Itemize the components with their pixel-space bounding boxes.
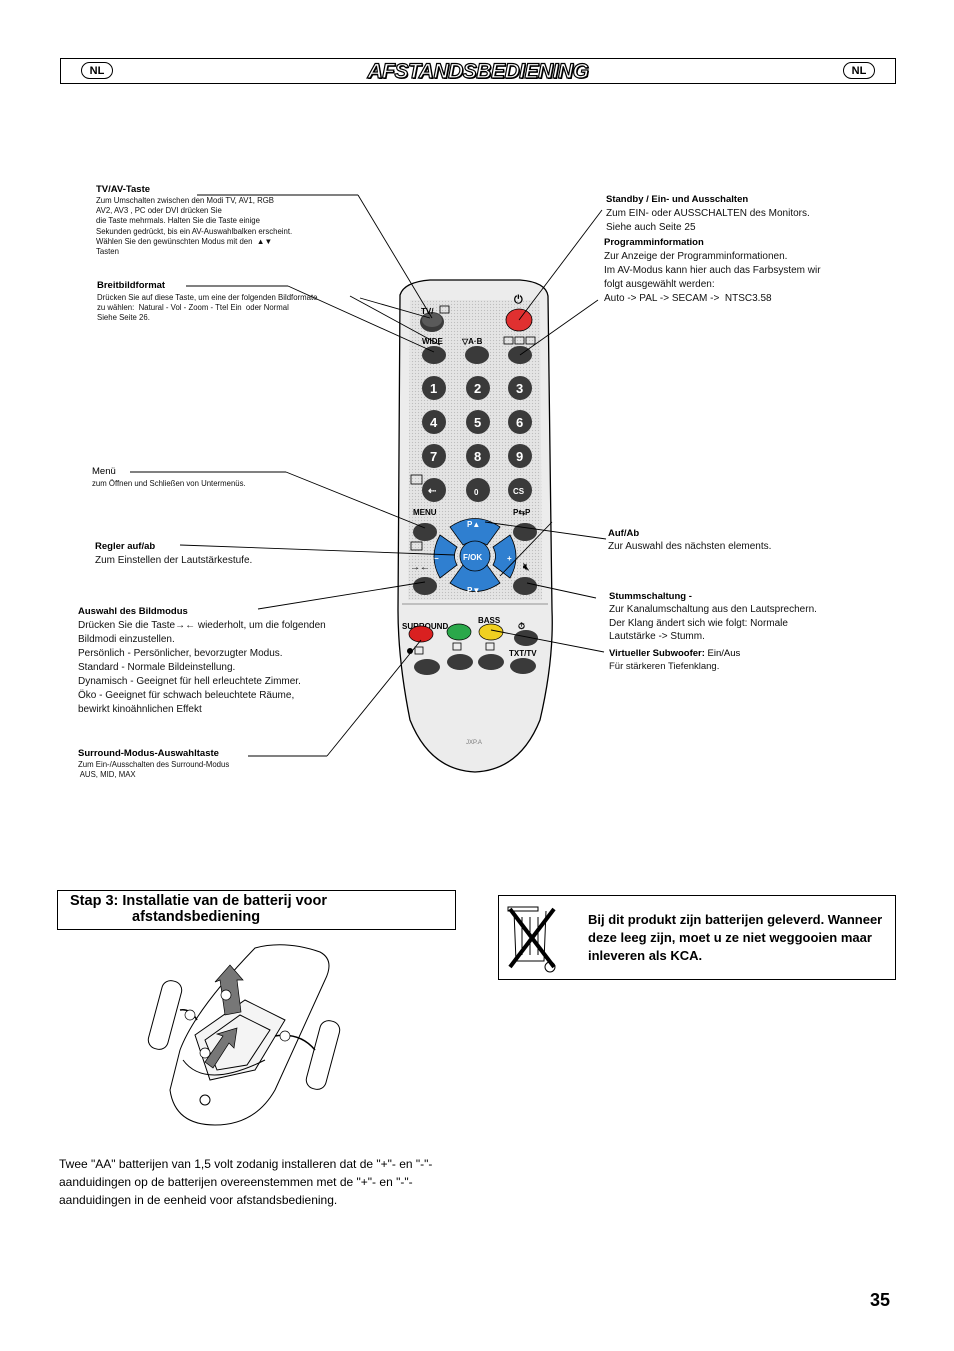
- green-button: [446, 623, 472, 641]
- teletext-button-2: [447, 654, 473, 670]
- language-badge-left: NL: [81, 62, 113, 79]
- breitbild-title: Breitbildformat: [97, 280, 166, 291]
- number-label-4: 4: [430, 415, 438, 430]
- bildmodus-desc: Drücken Sie die Taste→← wiederholt, um d…: [78, 620, 326, 715]
- number-label-3: 3: [516, 381, 523, 396]
- language-badge-right: NL: [843, 62, 875, 79]
- tvav-desc: Zum Umschalten zwischen den Modi TV, AV1…: [96, 196, 293, 257]
- number-keypad: 1 2 3 4 5 6 7 8 9: [422, 376, 532, 468]
- menu-label: MENU: [413, 508, 437, 517]
- av-arrow-button: [422, 478, 446, 502]
- number-label-1: 1: [430, 381, 437, 396]
- number-label-2: 2: [474, 381, 481, 396]
- regler-desc: Zum Einstellen der Lautstärkestufe.: [95, 555, 253, 566]
- aufab-title: Auf/Ab: [608, 528, 640, 539]
- crossed-out-bin-icon: [507, 906, 556, 973]
- mute-button: [513, 577, 537, 595]
- standby-title: Standby / Ein- und Ausschalten: [606, 194, 749, 205]
- number-label-9: 9: [516, 449, 523, 464]
- number-button-1[interactable]: [422, 376, 446, 400]
- subwoofer-title-suffix: Ein/Aus: [704, 648, 741, 659]
- pp-label: P⇆P: [513, 508, 531, 517]
- cs-button: [508, 478, 532, 502]
- picture-mode-button: [413, 577, 437, 595]
- step3-heading-line1: Stap 3: Installatie van de batterij voor: [70, 893, 328, 909]
- teletext-button-3: [478, 654, 504, 670]
- minus-label: −: [434, 554, 439, 563]
- page-header: NL AFSTANDSBEDIENING NL: [60, 58, 896, 84]
- svg-text:⏱: ⏱: [518, 621, 525, 631]
- standby-desc: Zum EIN- oder AUSSCHALTEN des Monitors. …: [606, 208, 810, 233]
- p-down-label: P▼: [467, 586, 480, 595]
- subwoofer-title: Virtueller Subwoofer: Ein/Aus: [609, 648, 740, 659]
- red-button: [408, 625, 434, 643]
- timer-button: [514, 630, 538, 646]
- zero-label: 0: [474, 488, 479, 497]
- battery-installation-illustration: [147, 944, 341, 1126]
- bass-label: BASS: [478, 616, 501, 625]
- number-label-5: 5: [474, 415, 481, 430]
- step3-heading-box: Stap 3: Installatie van de batterij voor…: [57, 890, 456, 930]
- page-number: 35: [870, 1290, 891, 1310]
- surround-desc: Zum Ein-/Ausschalten des Surround-Modus …: [78, 760, 230, 780]
- regler-title: Regler auf/ab: [95, 541, 156, 552]
- txt-tv-button: [510, 658, 536, 674]
- model-label: JXP.A: [466, 740, 482, 746]
- breitbild-desc: Drücken Sie auf diese Taste, um eine der…: [97, 293, 318, 323]
- menu-desc: zum Öffnen und Schließen von Untermenüs.: [92, 479, 246, 488]
- menu-button: [413, 523, 437, 541]
- txt-tv-label: TXT/TV: [509, 649, 537, 658]
- plus-label: +: [507, 554, 512, 563]
- stumm-title: Stummschaltung -: [609, 591, 692, 602]
- pp-button: [513, 523, 537, 541]
- surround-title: Surround-Modus-Auswahltaste: [78, 748, 219, 759]
- stumm-desc: Zur Kanalumschaltung aus den Lautspreche…: [609, 604, 817, 642]
- number-button-3[interactable]: [508, 376, 532, 400]
- number-button-2[interactable]: [466, 376, 490, 400]
- bildmodus-title: Auswahl des Bildmodus: [78, 606, 188, 617]
- number-label-6: 6: [516, 415, 523, 430]
- zero-button: [466, 478, 490, 502]
- cs-label: CS: [513, 487, 525, 496]
- number-button-8[interactable]: [466, 444, 490, 468]
- teletext-button-1: [414, 659, 440, 675]
- number-label-7: 7: [430, 449, 437, 464]
- fok-label: F/OK: [463, 553, 482, 562]
- programm-title: Programminformation: [604, 237, 704, 248]
- subwoofer-desc: Für stärkeren Tiefenklang.: [609, 661, 720, 672]
- battery-disposal-text: Bij dit produkt zijn batterijen geleverd…: [588, 912, 883, 963]
- page-title: AFSTANDSBEDIENING: [367, 59, 590, 83]
- ab-label: ▽A·B: [461, 337, 483, 346]
- number-button-5[interactable]: [466, 410, 490, 434]
- leader-lines: [130, 194, 607, 757]
- mute-icon: 🔇︎: [523, 562, 529, 573]
- step3-heading-line2: afstandsbediening: [132, 909, 261, 925]
- ab-button: [465, 346, 489, 364]
- wide-button: [422, 346, 446, 364]
- subwoofer-title-text: Virtueller Subwoofer:: [609, 648, 705, 659]
- number-button-4[interactable]: [422, 410, 446, 434]
- menu-title: Menü: [92, 466, 116, 477]
- number-label-8: 8: [474, 449, 481, 464]
- aufab-desc: Zur Auswahl des nächsten elements.: [608, 541, 772, 552]
- battery-disposal-box: Bij dit produkt zijn batterijen geleverd…: [498, 895, 896, 980]
- navigation-pad: [433, 518, 517, 592]
- p-up-label: P▲: [467, 520, 480, 529]
- picture-mode-icon: →←: [410, 562, 430, 573]
- programm-desc: Zur Anzeige der Programminformationen. I…: [604, 251, 821, 304]
- number-button-9[interactable]: [508, 444, 532, 468]
- number-button-6[interactable]: [508, 410, 532, 434]
- tvav-title: TV/AV-Taste: [96, 184, 151, 195]
- battery-instructions: Twee "AA" batterijen van 1,5 volt zodani…: [59, 1157, 433, 1207]
- power-icon: ⏻: [514, 293, 523, 306]
- svg-text:⇠: ⇠: [428, 486, 437, 497]
- number-button-7[interactable]: [422, 444, 446, 468]
